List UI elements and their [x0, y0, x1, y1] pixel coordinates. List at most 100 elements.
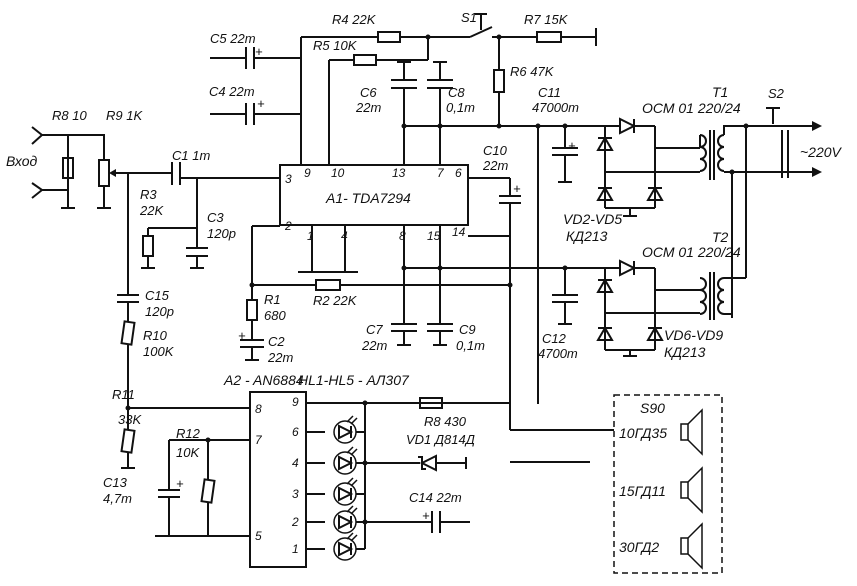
s2-label: S2	[768, 86, 785, 101]
ic2-pin-5: 5	[255, 529, 262, 543]
r10-value: 100K	[143, 344, 175, 359]
c11-plus: +	[568, 138, 576, 153]
vd2-vd5-label: VD2-VD5	[563, 211, 622, 227]
c15-label: C15	[145, 288, 170, 303]
c9-value: 0,1m	[456, 338, 485, 353]
ic1-pin-15: 15	[427, 229, 441, 243]
c4-capacitor	[210, 103, 301, 125]
s2-switch	[729, 107, 822, 318]
c6-label: C6	[360, 85, 377, 100]
c14-capacitor	[365, 511, 470, 533]
r1-c2	[240, 282, 264, 361]
vd2-vd5-value: КД213	[566, 228, 608, 244]
c10-plus: +	[513, 181, 521, 196]
ic2-pin-7: 7	[255, 433, 263, 447]
c13-label: C13	[103, 475, 128, 490]
r12-label: R12	[176, 426, 201, 441]
ic1-pin-7: 7	[437, 166, 445, 180]
r3-c3-network	[140, 178, 208, 269]
ic1-pin-4: 4	[341, 229, 348, 243]
r12-c13	[155, 437, 250, 537]
c15-value: 120p	[145, 304, 174, 319]
speaker-1-label: 10ГД35	[619, 425, 667, 441]
ic2-pin-1: 1	[292, 542, 299, 556]
c11-value: 47000m	[532, 100, 579, 115]
ic2-pin-6: 6	[292, 425, 299, 439]
vd6-vd9-label: VD6-VD9	[664, 327, 723, 343]
c10-value: 22m	[482, 158, 508, 173]
speaker-3-label: 30ГД2	[619, 539, 659, 555]
vd6-vd9-value: КД213	[664, 344, 706, 360]
ic1-pin-13: 13	[392, 166, 406, 180]
s1-switch	[428, 13, 597, 126]
ic2-pin-8: 8	[255, 402, 262, 416]
speaker-2-icon	[680, 466, 703, 514]
c9-label: C9	[459, 322, 476, 337]
ic2-pin-2: 2	[291, 515, 299, 529]
r8b-label: R8 430	[424, 414, 467, 429]
r9-label: R9 1K	[106, 108, 143, 123]
c1-label: C1 1m	[172, 148, 210, 163]
ic1-pin-3: 3	[285, 172, 292, 186]
speaker-2-label: 15ГД11	[619, 483, 666, 499]
ic2-label: A2 - AN6884	[223, 372, 304, 388]
ic1-pin-10: 10	[331, 166, 345, 180]
r7-label: R7 15K	[524, 12, 569, 27]
t2-model: ОСМ 01 220/24	[642, 244, 741, 260]
bridge-vd2-vd5	[596, 117, 701, 217]
c2-value: 22m	[267, 350, 293, 365]
positive-rail	[391, 61, 600, 404]
r11-label: R11	[112, 387, 135, 402]
c3-value: 120p	[207, 226, 236, 241]
c14-plus: +	[422, 508, 430, 523]
speaker-output-wire	[510, 429, 614, 463]
negative-rail	[252, 265, 600, 346]
c13-plus: +	[176, 476, 184, 491]
r3-value: 22K	[139, 203, 164, 218]
s90-label: S90	[640, 400, 665, 416]
ic-an6884	[249, 391, 510, 568]
c3-label: C3	[207, 210, 224, 225]
speaker-system-s90	[613, 394, 723, 574]
c12-value: 4700m	[538, 346, 578, 361]
r6-label: R6 47K	[510, 64, 555, 79]
input-label: Вход	[6, 153, 38, 169]
r1-label: R1	[264, 292, 281, 307]
c6-value: 22m	[355, 100, 381, 115]
speaker-1-icon	[680, 408, 703, 456]
led-array	[333, 400, 368, 561]
ic2-pin-4: 4	[292, 456, 299, 470]
c5-plus: +	[255, 44, 263, 59]
ic1-label: A1- TDA7294	[325, 190, 411, 206]
t1-label: T1	[712, 84, 728, 100]
ic1-pin-6: 6	[455, 166, 462, 180]
c4-label: C4 22m	[209, 84, 255, 99]
vd1-label: VD1 Д814Д	[406, 432, 475, 447]
c7-value: 22m	[361, 338, 387, 353]
ic1-pin-1: 1	[307, 229, 314, 243]
c2-plus: +	[238, 328, 246, 343]
transformer-t1	[699, 125, 782, 180]
r3-label: R3	[140, 187, 157, 202]
speaker-3-icon	[680, 522, 703, 570]
bridge-vd6-vd9	[596, 259, 700, 357]
t2-label: T2	[712, 229, 729, 245]
r1-value: 680	[264, 308, 286, 323]
ic1-pin-9: 9	[304, 166, 311, 180]
r11-value: 33K	[118, 412, 142, 427]
r9-potentiometer	[68, 134, 172, 209]
r5-label: R5 10K	[313, 38, 358, 53]
c14-label: C14 22m	[409, 490, 462, 505]
ic2-pin-9: 9	[292, 395, 299, 409]
c7-label: C7	[366, 322, 383, 337]
c13-value: 4,7m	[103, 491, 132, 506]
r8a-label: R8 10	[52, 108, 87, 123]
c12-label: C12	[542, 331, 567, 346]
c11-label: C11	[538, 85, 561, 100]
r10-label: R10	[143, 328, 168, 343]
r2-label: R2 22K	[313, 293, 358, 308]
c2-label: C2	[268, 334, 285, 349]
s1-label: S1	[461, 10, 477, 25]
c8-value: 0,1m	[446, 100, 475, 115]
